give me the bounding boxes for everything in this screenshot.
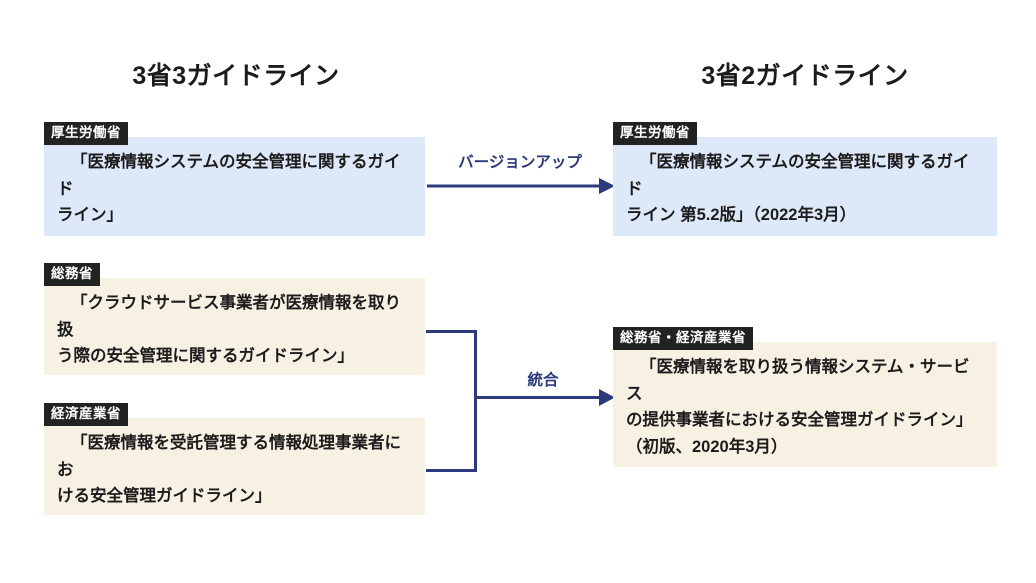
version-up-arrow (427, 178, 615, 194)
card-mhlw-new[interactable]: 厚生労働省 「医療情報システムの安全管理に関するガイドライン 第5.2版」（20… (613, 122, 997, 236)
card-badge-ministry: 経済産業省 (44, 403, 128, 426)
card-background (613, 137, 997, 236)
card-text: 「クラウドサービス事業者が医療情報を取り扱う際の安全管理に関するガイドライン」 (57, 290, 413, 370)
left-column-title: 3省3ガイドライン (132, 62, 340, 90)
card-badge-ministry: 総務省 (44, 263, 100, 286)
card-text-line1: 「医療情報システムの安全管理に関するガイド (626, 153, 970, 198)
card-text-line1: 「医療情報を受託管理する情報処理事業者にお (57, 434, 401, 479)
card-text-line2: ライン 第5.2版」（2022年3月） (626, 206, 857, 225)
card-merged[interactable]: 総務省・経済産業省 「医療情報を取り扱う情報システム・サービスの提供事業者におけ… (613, 327, 997, 467)
version-up-arrow-label: バージョンアップ (458, 154, 582, 171)
card-text-line2: う際の安全管理に関するガイドライン」 (57, 347, 354, 366)
card-text-line2: ライン」 (57, 206, 123, 225)
card-text-line3: （初版、2020年3月） (626, 438, 788, 457)
card-badge-ministry: 厚生労働省 (44, 122, 128, 145)
card-background (613, 342, 997, 467)
card-meti[interactable]: 経済産業省 「医療情報を受託管理する情報処理事業者における安全管理ガイドライン」 (44, 403, 425, 515)
card-text-line2: の提供事業者における安全管理ガイドライン」 (626, 411, 973, 430)
card-background (44, 278, 425, 375)
merge-connector (426, 330, 615, 472)
card-text: 「医療情報を取り扱う情報システム・サービスの提供事業者における安全管理ガイドライ… (626, 354, 985, 461)
merge-arrow-label: 統合 (527, 372, 559, 389)
card-badge-ministry: 厚生労働省 (613, 122, 697, 145)
card-background (44, 418, 425, 515)
card-text: 「医療情報システムの安全管理に関するガイドライン」 (57, 149, 413, 229)
card-badge-ministry: 総務省・経済産業省 (613, 327, 753, 350)
card-soumu[interactable]: 総務省 「クラウドサービス事業者が医療情報を取り扱う際の安全管理に関するガイドラ… (44, 263, 425, 375)
card-text-line1: 「クラウドサービス事業者が医療情報を取り扱 (57, 294, 401, 339)
card-text: 「医療情報を受託管理する情報処理事業者における安全管理ガイドライン」 (57, 430, 413, 510)
card-text-line1: 「医療情報を取り扱う情報システム・サービス (626, 358, 970, 403)
right-column-title: 3省2ガイドライン (701, 62, 909, 90)
card-text-line1: 「医療情報システムの安全管理に関するガイド (57, 153, 401, 198)
card-background (44, 137, 425, 236)
card-text-line2: ける安全管理ガイドライン」 (57, 487, 272, 506)
card-mhlw-old[interactable]: 厚生労働省 「医療情報システムの安全管理に関するガイドライン」 (44, 122, 425, 236)
card-text: 「医療情報システムの安全管理に関するガイドライン 第5.2版」（2022年3月） (626, 149, 985, 229)
